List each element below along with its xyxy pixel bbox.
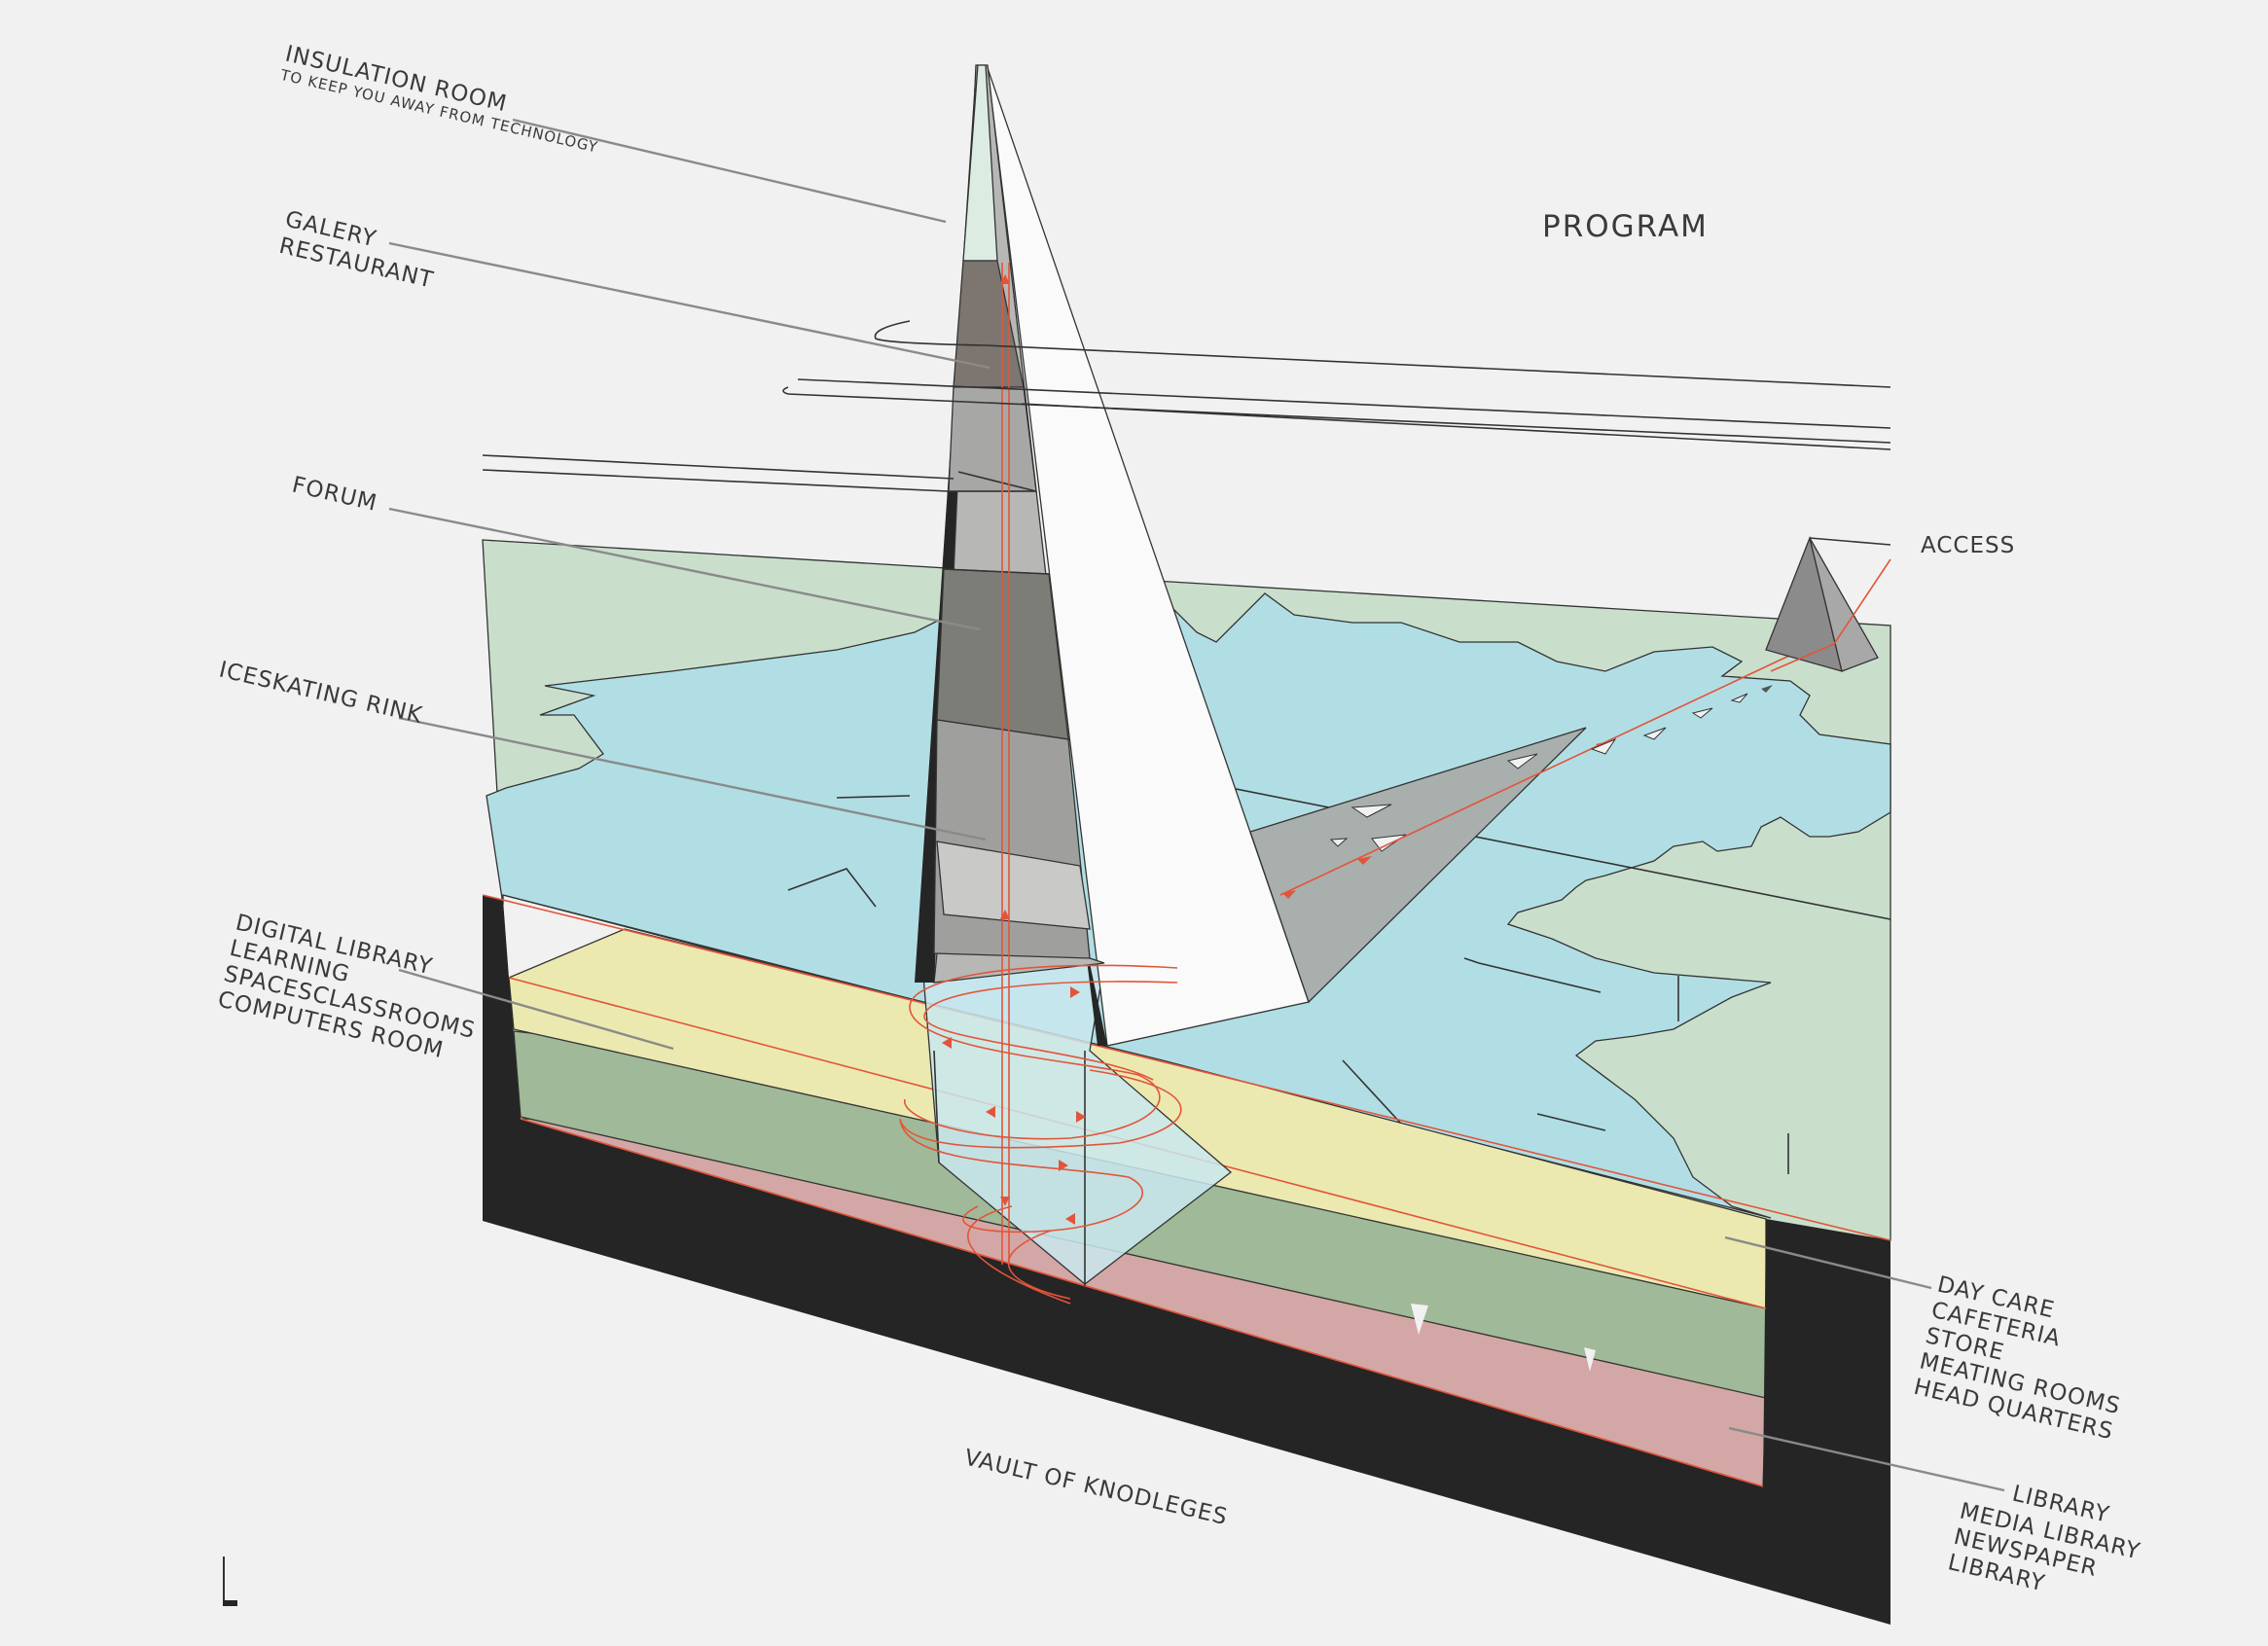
spiral-ramp	[899, 964, 1182, 1305]
access-path	[1279, 631, 1840, 896]
access-pyramid	[1765, 535, 1891, 672]
leader-daycare	[1724, 1235, 1932, 1290]
leader-digital	[398, 968, 674, 1051]
leader-galery	[388, 241, 990, 370]
sail	[987, 67, 1310, 1047]
access-label: ACCESS	[1921, 533, 2015, 558]
drip-1	[1411, 1304, 1428, 1335]
label-iceskating: ICESKATING RINK	[217, 658, 425, 729]
drip-2	[1584, 1347, 1596, 1372]
tower-shaft	[918, 928, 1233, 1286]
forum-label: FORUM	[290, 473, 380, 517]
scale-marker	[223, 1557, 237, 1606]
vault-wall	[483, 895, 1890, 1625]
tower	[915, 64, 1107, 1265]
plaza-triangle	[1249, 727, 1587, 1004]
elevator-core	[1001, 263, 1010, 1265]
vault-label: VAULT OF KNODLEGES	[962, 1446, 1231, 1531]
label-library-sub: MEDIA LIBRARY NEWSPAPER LIBRARY	[1946, 1499, 2143, 1597]
leader-forum	[388, 507, 981, 631]
contour-lines	[482, 320, 1891, 492]
leader-lines	[388, 118, 2005, 1492]
lower-facet	[936, 841, 1091, 930]
leader-iceskating	[398, 716, 987, 841]
program-title: PROGRAM	[1542, 209, 1709, 244]
label-vault: VAULT OF KNODLEGES	[962, 1446, 1231, 1531]
label-insulation-room: INSULATION ROOM TO KEEP YOU AWAY FROM TE…	[278, 42, 600, 157]
access-plaza	[1249, 631, 1840, 1004]
label-digital-library: DIGITAL LIBRARY LEARNING SPACESCLASSROOM…	[215, 911, 478, 1064]
iceskating-label: ICESKATING RINK	[217, 658, 425, 729]
label-forum: FORUM	[290, 473, 380, 517]
underground-levels	[482, 894, 1891, 1625]
label-day-care: DAY CARE CAFETERIA STORE MEATING ROOMS H…	[1911, 1272, 2123, 1446]
leader-insulation	[512, 118, 947, 224]
leader-library	[1728, 1426, 2005, 1492]
